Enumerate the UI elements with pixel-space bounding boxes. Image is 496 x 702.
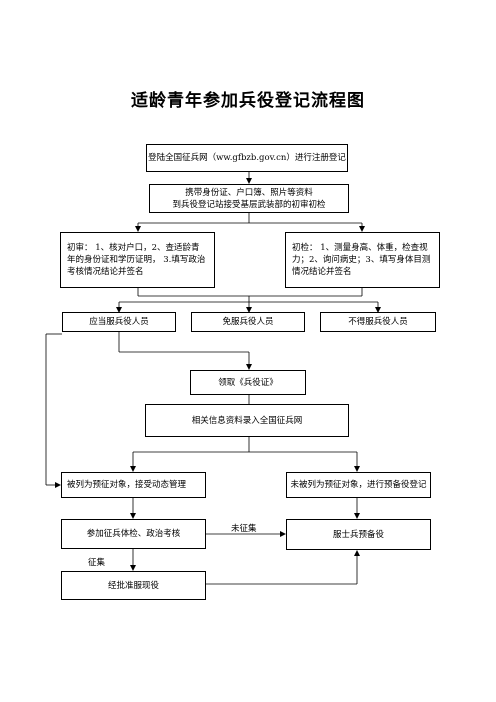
pre-selected-box: 被列为预征对象，接受动态管理: [61, 472, 206, 498]
exam-text: 参加征兵体检、政治考核: [86, 529, 181, 539]
not-serve-box: 不得服兵役人员: [320, 312, 436, 332]
not-serve-text: 不得服兵役人员: [348, 317, 408, 327]
reserve-text: 服士兵预备役: [332, 529, 384, 540]
physical-check-step: 初检： 1、测量身高、体重，检查视力；2、询问病史；3、填写身体目测情况结论并签…: [285, 232, 440, 288]
database-box: 相关信息资料录入全国征兵网: [145, 404, 349, 437]
certificate-box: 领取《兵役证》: [190, 370, 306, 395]
certificate-text: 领取《兵役证》: [218, 377, 278, 388]
must-serve-text: 应当服兵役人员: [89, 317, 149, 327]
pre-selected-text: 被列为预征对象，接受动态管理: [67, 480, 187, 490]
initial-check-step: 携带身份证、户口簿、照片等资料 到兵役登记站接受基层武装部的初审初检: [149, 184, 349, 213]
exam-box: 参加征兵体检、政治考核: [61, 519, 206, 549]
review-step: 初审： 1、核对户口，2、查适龄青年的身份证和学历证明， 3.填写政治考核情况结…: [60, 232, 215, 288]
register-step-text: 登陆全国征兵网（ww.gfbzb.gov.cn）进行注册登记: [148, 153, 346, 163]
database-text: 相关信息资料录入全国征兵网: [191, 415, 303, 426]
exempt-text: 免服兵役人员: [222, 317, 274, 327]
page-title: 适龄青年参加兵役登记流程图: [131, 91, 365, 111]
not-enlisted-label: 未征集: [231, 524, 257, 534]
initial-check-line-1: 携带身份证、户口簿、照片等资料: [185, 187, 313, 198]
not-pre-selected-text: 未被列为预征对象，进行预备役登记: [290, 480, 427, 490]
must-serve-box: 应当服兵役人员: [62, 312, 176, 332]
initial-check-line-2: 到兵役登记站接受基层武装部的初审初检: [172, 199, 326, 210]
not-pre-selected-box: 未被列为预征对象，进行预备役登记: [286, 472, 431, 498]
exempt-box: 免服兵役人员: [191, 312, 305, 332]
approved-box: 经批准服现役: [61, 571, 206, 600]
physical-check-step-text: 初检： 1、测量身高、体重，检查视力；2、询问病史；3、填写身体目测情况结论并签…: [292, 243, 431, 277]
reserve-box: 服士兵预备役: [286, 519, 431, 550]
register-step: 登陆全国征兵网（ww.gfbzb.gov.cn）进行注册登记: [146, 144, 348, 172]
enlisted-label: 征集: [88, 558, 106, 568]
approved-text: 经批准服现役: [107, 580, 159, 591]
review-step-text: 初审： 1、核对户口，2、查适龄青年的身份证和学历证明， 3.填写政治考核情况结…: [67, 243, 206, 277]
